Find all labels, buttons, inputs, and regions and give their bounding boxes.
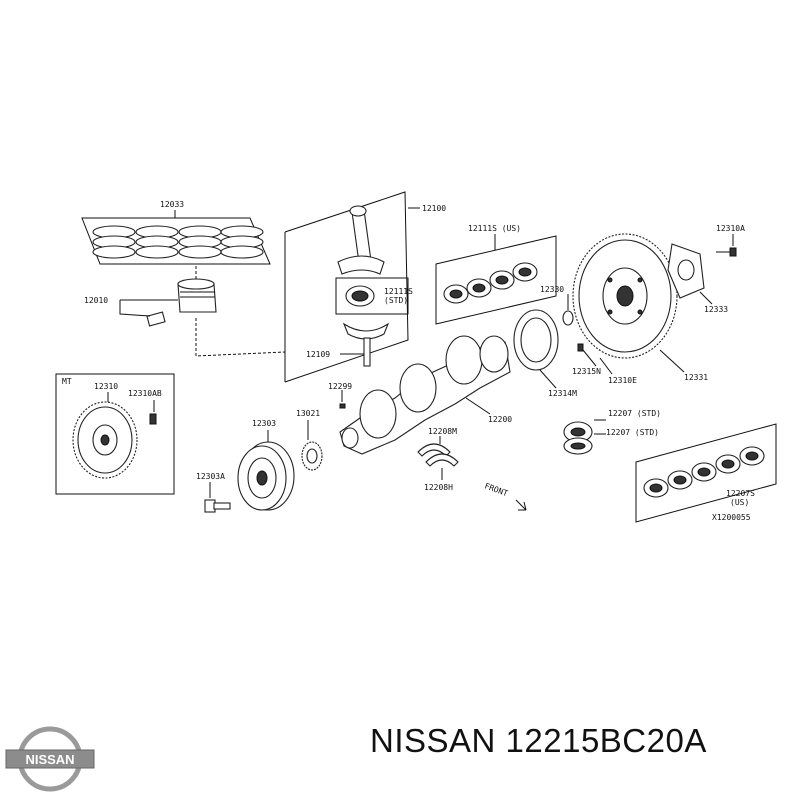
rear-seal-group: 12330 12314M 12315N 12310E — [513, 285, 637, 398]
label-12100: 12100 — [422, 204, 446, 213]
main-bearings-us-group: 12207S (US) X1200055 — [635, 423, 777, 523]
label-12207S-note: (US) — [730, 498, 749, 507]
crank-web-2 — [399, 363, 437, 413]
conrod-group: 12100 12111S (STD) 12109 — [284, 191, 446, 383]
crank-sprocket-group: 13021 — [296, 409, 323, 471]
main-bearings-std-group: 12207 (STD) 12207 (STD) — [563, 409, 661, 455]
conrod-bearings-us-group: 12111S (US) — [435, 224, 557, 325]
conrod-cap — [342, 322, 390, 340]
label-12310E: 12310E — [608, 376, 637, 385]
bolt-12310AB — [149, 413, 157, 425]
main-bearings-us-box — [635, 423, 777, 523]
label-12109: 12109 — [306, 350, 330, 359]
label-12303A: 12303A — [196, 472, 225, 481]
label-12111S-std-note: (STD) — [384, 296, 408, 305]
label-12010: 12010 — [84, 296, 108, 305]
piston-rings — [92, 225, 264, 259]
svg-text:NISSAN: NISSAN — [25, 752, 74, 767]
conrod-box — [284, 191, 409, 383]
label-12208H: 12208H — [424, 483, 453, 492]
reinforcement-plate — [667, 243, 705, 299]
conrod-bearing-box — [335, 277, 409, 315]
label-12299: 12299 — [328, 382, 352, 391]
piston-group: 12010 — [84, 266, 286, 357]
front-indicator: FRONT — [483, 481, 527, 511]
piston-rings-box — [81, 217, 271, 265]
crank-pulley-group: 12303 12303A — [196, 419, 295, 513]
label-12333: 12333 — [704, 305, 728, 314]
mt-flywheel-group: MT 12310 12310AB — [55, 373, 175, 495]
part-number-title: NISSAN 12215BC20A — [370, 722, 707, 759]
front-arrow-icon — [515, 499, 527, 511]
crank-nose — [341, 427, 359, 449]
label-mt: MT — [62, 377, 72, 386]
piston-pin — [146, 311, 166, 327]
label-12310AB: 12310AB — [128, 389, 162, 398]
front-label: FRONT — [483, 481, 509, 498]
crank-web-3 — [359, 389, 397, 439]
label-12314M: 12314M — [548, 389, 577, 398]
label-12207-std-2: 12207 (STD) — [606, 428, 659, 437]
label-12200: 12200 — [488, 415, 512, 424]
label-12303: 12303 — [252, 419, 276, 428]
label-12111S-us: 12111S (US) — [468, 224, 521, 233]
ring-stack-3 — [178, 225, 222, 259]
ring-stack-2 — [135, 225, 179, 259]
label-12315N: 12315N — [572, 367, 601, 376]
conrod-bearings-us-box — [435, 235, 557, 325]
nissan-logo-icon: NISSAN — [5, 726, 95, 792]
crankshaft-group: 12200 12299 — [328, 335, 512, 455]
bolt-12315N — [577, 343, 584, 352]
bolt-12310A — [729, 247, 737, 257]
label-12208M: 12208M — [428, 427, 457, 436]
nissan-logo: NISSAN — [4, 724, 96, 798]
label-12310A: 12310A — [716, 224, 745, 233]
label-12331: 12331 — [684, 373, 708, 382]
crank-key — [339, 403, 346, 409]
label-12207-std-1: 12207 (STD) — [608, 409, 661, 418]
mt-box — [55, 373, 175, 495]
pilot-bushing-12330 — [562, 310, 574, 326]
ring-stack-1 — [92, 225, 136, 259]
thrust-washer-group: 12208M 12208H — [417, 427, 459, 492]
drive-plate-group: 12331 12333 12310A — [572, 224, 745, 382]
label-13021: 13021 — [296, 409, 320, 418]
label-12330: 12330 — [540, 285, 564, 294]
label-12310: 12310 — [94, 382, 118, 391]
conrod-bolt — [363, 337, 371, 367]
label-12033: 12033 — [160, 200, 184, 209]
label-12207S: 12207S — [726, 489, 755, 498]
label-12111S-std: 12111S — [384, 287, 413, 296]
diagram-reference-number: X1200055 — [712, 513, 751, 522]
crank-web-1 — [445, 335, 483, 385]
crank-flange — [479, 335, 509, 373]
ring-stack-4 — [220, 225, 264, 259]
piston-rings-group: 12033 — [81, 200, 271, 265]
